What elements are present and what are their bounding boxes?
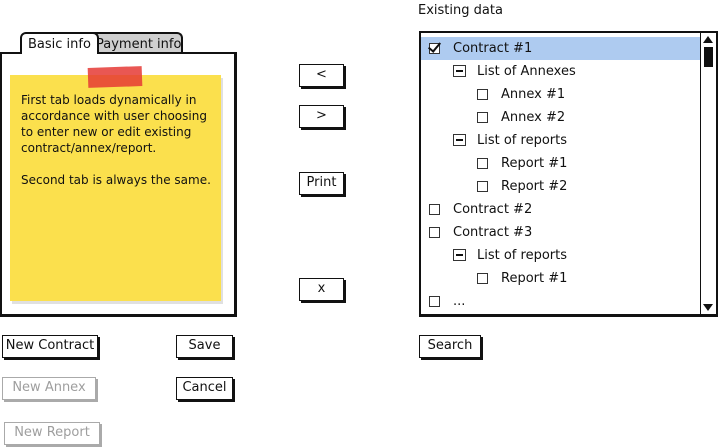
tree-item[interactable]: List of reports [421, 244, 702, 267]
collapse-icon[interactable] [453, 249, 466, 261]
note-paragraph-1: First tab loads dynamically in accordanc… [21, 93, 207, 155]
tree-item[interactable]: Contract #2 [421, 198, 702, 221]
search-button[interactable]: Search [419, 335, 481, 358]
save-button[interactable]: Save [176, 335, 233, 358]
note-paragraph-2: Second tab is always the same. [21, 173, 211, 187]
prev-button[interactable]: < [299, 64, 344, 87]
tree-item[interactable]: Contract #1 [421, 37, 702, 60]
tree-item-label: Contract #3 [453, 225, 533, 240]
tree-checkbox[interactable] [427, 39, 442, 54]
tree-item[interactable]: Annex #1 [421, 83, 702, 106]
sticky-note: First tab loads dynamically in accordanc… [10, 66, 221, 301]
note-text: First tab loads dynamically in accordanc… [21, 92, 216, 188]
tree-item[interactable]: List of Annexes [421, 60, 702, 83]
tape-icon [87, 66, 143, 88]
next-button[interactable]: > [299, 105, 344, 128]
search-label: Search [427, 338, 473, 353]
tree-checkbox[interactable] [477, 181, 488, 192]
tree-checkbox[interactable] [477, 158, 488, 169]
tree-item-label: Contract #2 [453, 202, 533, 217]
tree-item[interactable]: Contract #3 [421, 221, 702, 244]
tree-item-label: Report #1 [501, 271, 568, 286]
tree-item-label: Annex #1 [501, 87, 566, 102]
tree-checkbox[interactable] [477, 112, 488, 123]
tab-payment-info-label: Payment info [96, 37, 182, 52]
tree-scrollbar[interactable] [700, 33, 716, 314]
new-contract-label: New Contract [5, 338, 95, 353]
tree-item[interactable]: Report #1 [421, 267, 702, 290]
cancel-button[interactable]: Cancel [176, 377, 233, 400]
tab-payment-info[interactable]: Payment info [88, 32, 183, 54]
tree-item[interactable]: Report #2 [421, 175, 702, 198]
tree-item[interactable]: ... [421, 290, 702, 313]
tree-item[interactable]: List of reports [421, 129, 702, 152]
next-button-label: > [316, 108, 327, 123]
new-report-button[interactable]: New Report [4, 422, 100, 445]
new-report-label: New Report [14, 425, 90, 440]
tab-basic-info[interactable]: Basic info [20, 32, 99, 54]
tree-item[interactable]: Report #1 [421, 152, 702, 175]
tab-basic-info-label: Basic info [28, 37, 91, 52]
scroll-up-icon[interactable] [703, 36, 713, 43]
cancel-label: Cancel [182, 380, 227, 395]
save-label: Save [188, 338, 221, 353]
close-button-label: x [317, 281, 326, 296]
new-contract-button[interactable]: New Contract [2, 335, 98, 358]
tree-item-label: Report #1 [501, 156, 568, 171]
tree-checkbox[interactable] [429, 296, 440, 307]
close-button[interactable]: x [299, 278, 344, 301]
scroll-down-icon[interactable] [703, 304, 713, 311]
tree-item-label: Annex #2 [501, 110, 566, 125]
scroll-thumb[interactable] [704, 47, 713, 67]
tree-item-label: List of Annexes [477, 64, 576, 79]
new-annex-button[interactable]: New Annex [2, 377, 96, 400]
checkmark-icon [427, 39, 442, 53]
collapse-icon[interactable] [453, 65, 466, 77]
tree-item-label: List of reports [477, 133, 567, 148]
new-annex-label: New Annex [12, 380, 86, 395]
tree-item[interactable]: Annex #2 [421, 106, 702, 129]
tree-checkbox[interactable] [429, 227, 440, 238]
print-button[interactable]: Print [299, 172, 344, 195]
collapse-icon[interactable] [453, 134, 466, 146]
tree-item-label: ... [453, 294, 466, 309]
tree-item-label: List of reports [477, 248, 567, 263]
print-button-label: Print [306, 175, 337, 190]
tree-title: Existing data [418, 3, 503, 18]
tree-checkbox[interactable] [477, 89, 488, 100]
tree-checkbox[interactable] [429, 204, 440, 215]
tree-item-label: Report #2 [501, 179, 568, 194]
prev-button-label: < [316, 67, 327, 82]
tree-checkbox[interactable] [477, 273, 488, 284]
tree-item-label: Contract #1 [453, 41, 533, 56]
